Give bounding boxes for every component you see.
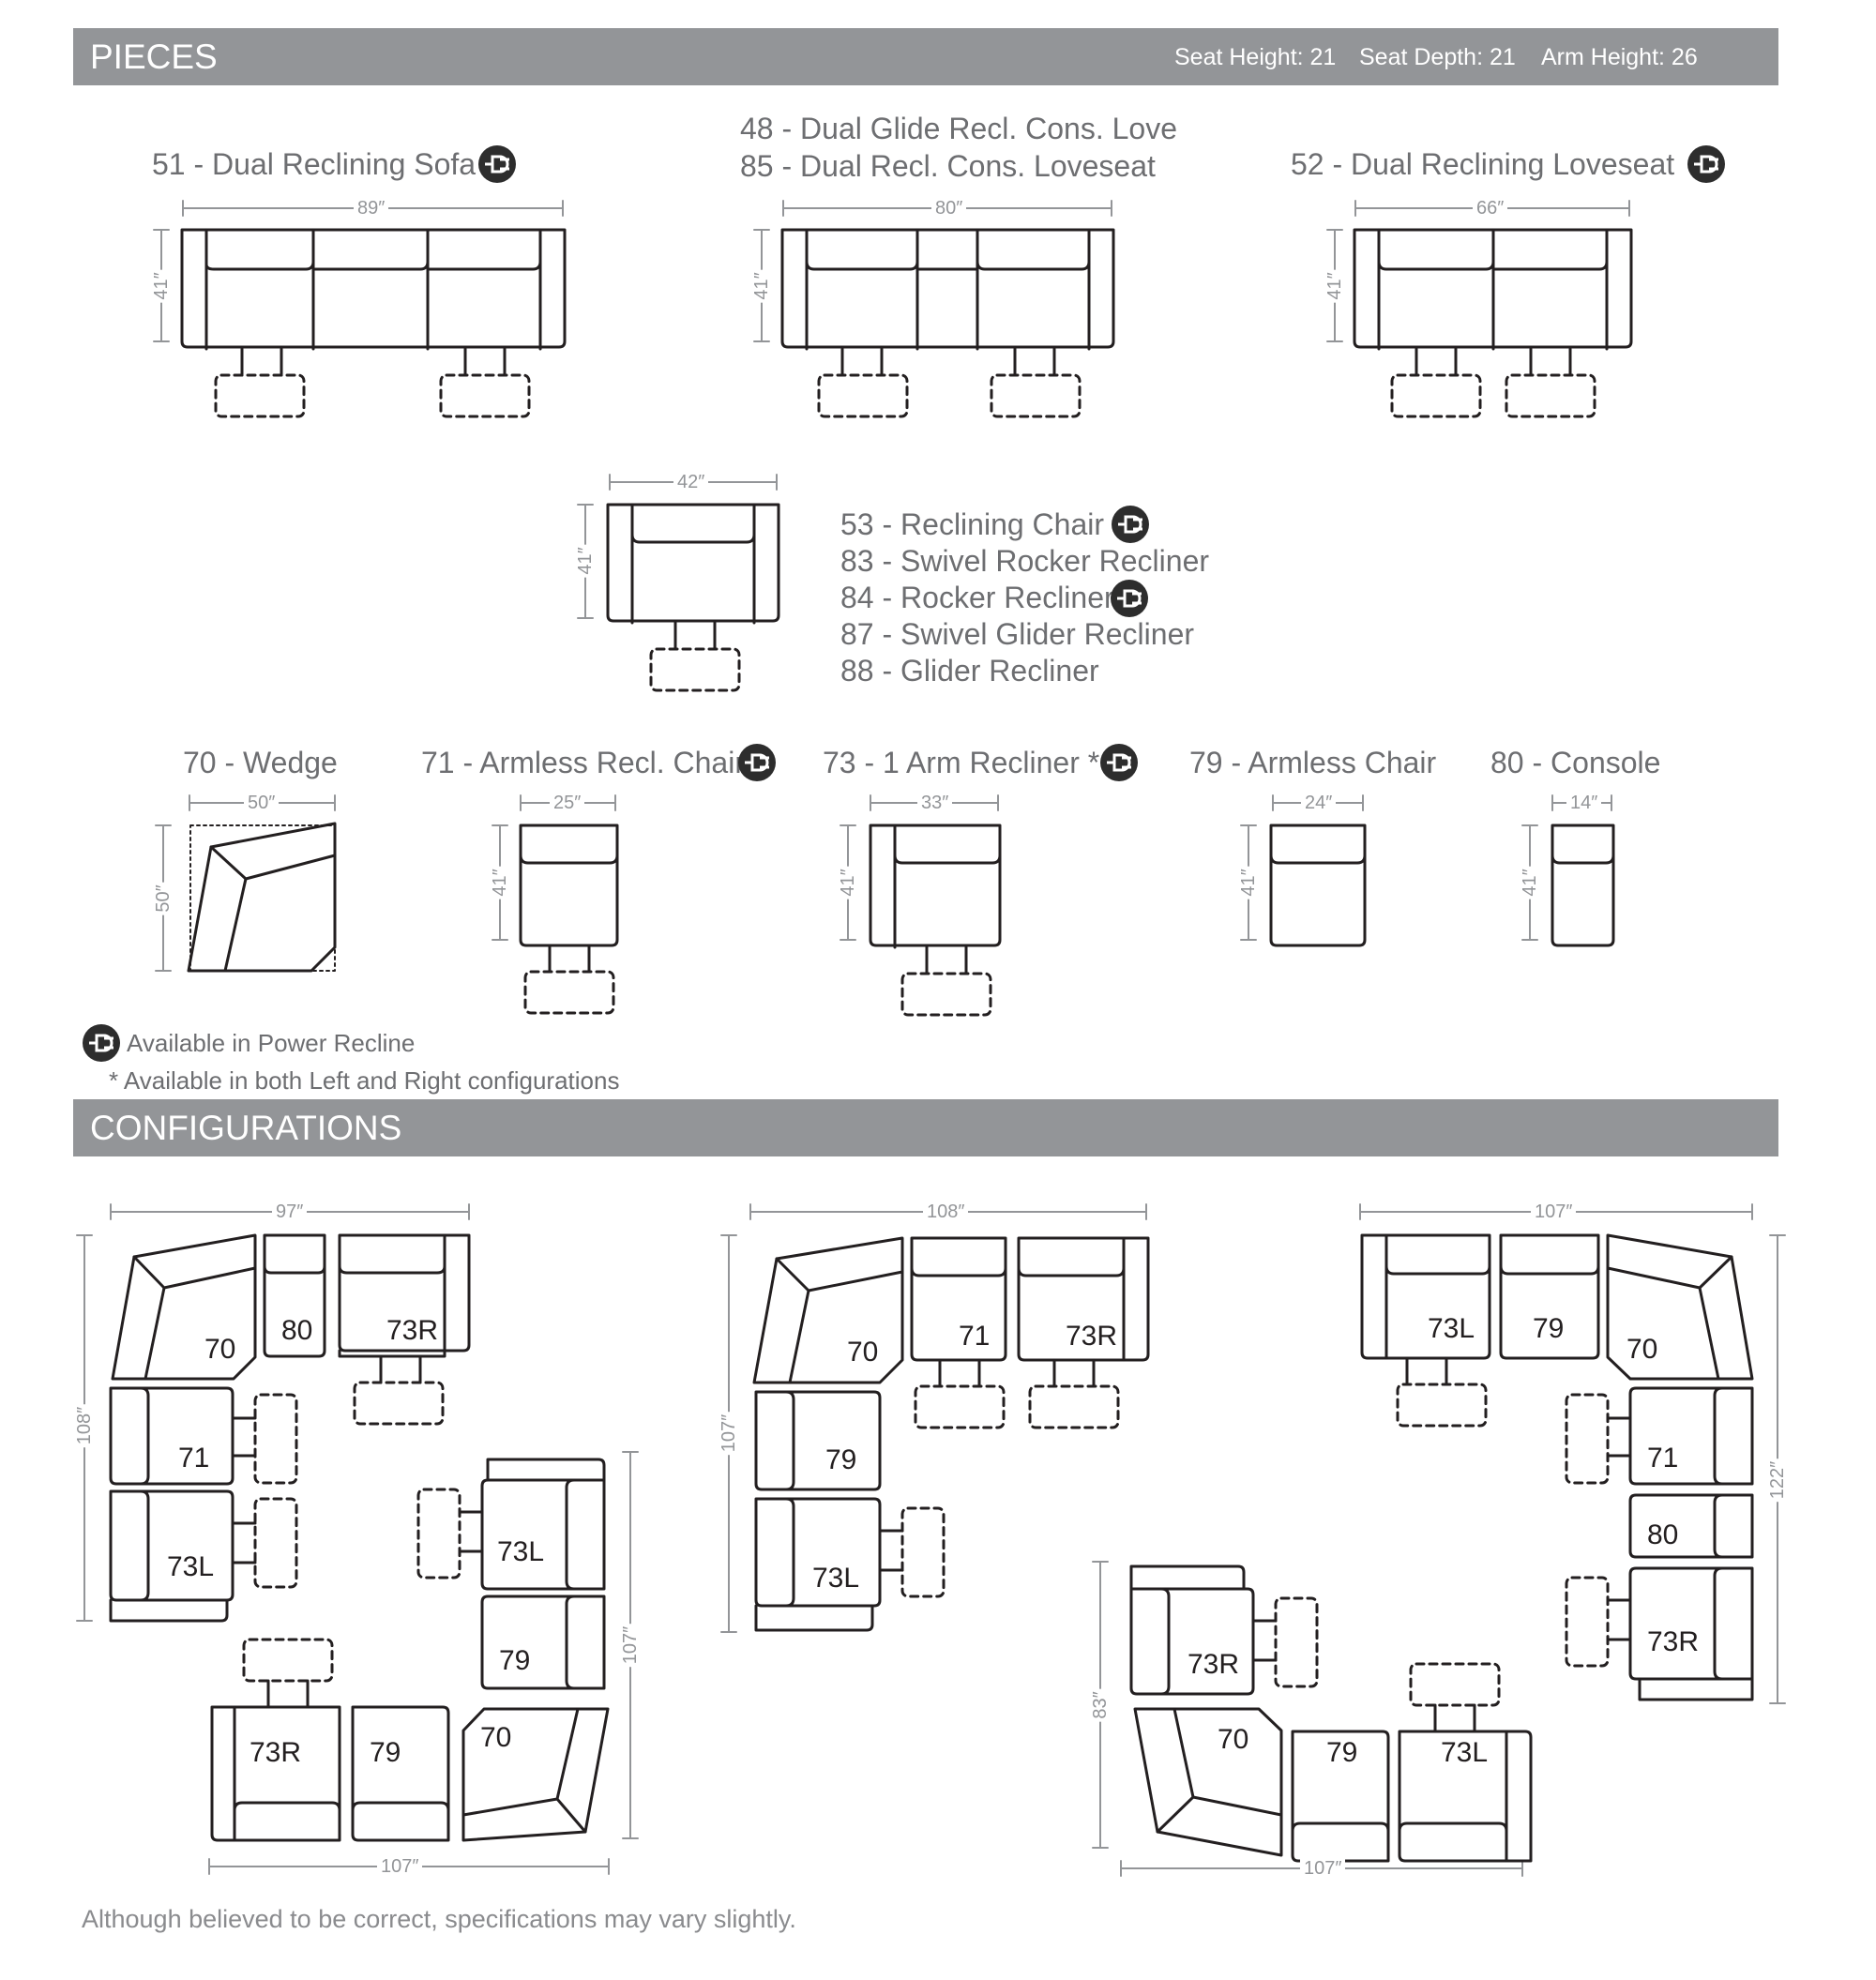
- configuration-2-drawing: [752, 1236, 1150, 1632]
- chair-label-84: 84 - Rocker Recliner: [840, 581, 1114, 614]
- config-2-piece-label: 79: [825, 1444, 857, 1475]
- config-1-piece-label: 70: [204, 1334, 236, 1365]
- loveseat-depth: 41″: [1324, 269, 1345, 303]
- config-1-piece-label: 73R: [386, 1315, 439, 1346]
- config-2-piece-label: 70: [847, 1337, 879, 1368]
- config-3-piece-label: 73R: [1188, 1649, 1240, 1680]
- sofa-depth: 41″: [151, 269, 172, 303]
- config-3-top-width: 107″: [1531, 1202, 1577, 1221]
- loveseat-drawing: [1353, 228, 1633, 418]
- config-3-piece-label: 70: [1218, 1724, 1249, 1755]
- armless-chair-drawing: [1269, 824, 1367, 947]
- power-plug-icon: [738, 744, 776, 781]
- console-loveseat-drawing: [780, 228, 1115, 418]
- armless-recliner-depth: 41″: [490, 866, 510, 899]
- chair-label-87: 87 - Swivel Glider Recliner: [840, 617, 1195, 651]
- armless-recliner-width: 25″: [550, 794, 585, 812]
- chair-label-53: 53 - Reclining Chair: [840, 507, 1105, 541]
- config-3-piece-label: 80: [1647, 1519, 1679, 1550]
- seat-depth-spec: Seat Depth: 21: [1359, 44, 1516, 70]
- config-3-piece-label: 79: [1326, 1737, 1358, 1768]
- wedge-depth: 50″: [153, 882, 174, 915]
- config-1-piece-label: 70: [480, 1722, 512, 1753]
- console-loveseat-label-2: 85 - Dual Recl. Cons. Loveseat: [740, 149, 1156, 183]
- config-2-piece-label: 71: [959, 1321, 991, 1352]
- loveseat-width: 66″: [1473, 199, 1508, 218]
- config-1-piece-label: 80: [281, 1315, 313, 1346]
- console-loveseat-width: 80″: [931, 199, 967, 218]
- arm-height-spec: Arm Height: 26: [1541, 44, 1698, 70]
- configuration-1-drawing: [109, 1233, 610, 1842]
- armless-chair-label: 79 - Armless Chair: [1189, 746, 1437, 779]
- console-width: 14″: [1566, 794, 1602, 812]
- config-3-piece-label: 70: [1626, 1334, 1658, 1365]
- pieces-header-bar: PIECES Seat Height: 21 Seat Depth: 21 Ar…: [73, 28, 1778, 85]
- one-arm-recliner-depth: 41″: [838, 866, 858, 899]
- config-3-piece-label: 71: [1647, 1443, 1679, 1474]
- config-3-left-depth: 83″: [1090, 1688, 1111, 1722]
- config-1-piece-label: 73R: [250, 1737, 302, 1768]
- config-3-right-depth: 122″: [1767, 1458, 1788, 1503]
- config-1-piece-label: 79: [499, 1645, 531, 1676]
- config-1-piece-label: 73L: [497, 1536, 545, 1567]
- console-label: 80 - Console: [1490, 746, 1661, 779]
- config-3-piece-label: 73L: [1441, 1737, 1489, 1768]
- one-arm-recliner-label: 73 - 1 Arm Recliner *: [823, 746, 1100, 779]
- power-plug-icon: [1112, 506, 1149, 543]
- wedge-drawing: [187, 822, 337, 973]
- wedge-label: 70 - Wedge: [183, 746, 338, 779]
- one-arm-recliner-width: 33″: [917, 794, 953, 812]
- config-3-piece-label: 79: [1533, 1313, 1565, 1344]
- chair-width: 42″: [673, 473, 709, 491]
- seat-height-spec: Seat Height: 21: [1174, 44, 1337, 70]
- configurations-title: CONFIGURATIONS: [90, 1109, 402, 1147]
- console-depth: 41″: [1520, 866, 1540, 899]
- power-recline-legend: Available in Power Recline: [127, 1029, 416, 1057]
- console-loveseat-label-1: 48 - Dual Glide Recl. Cons. Love: [740, 112, 1177, 145]
- chair-label-88: 88 - Glider Recliner: [840, 654, 1099, 688]
- console-loveseat-depth: 41″: [751, 269, 772, 303]
- config-2-piece-label: 73L: [812, 1563, 860, 1594]
- chair-drawing: [606, 503, 780, 692]
- config-3-piece-label: 73R: [1647, 1626, 1700, 1657]
- configurations-header-bar: CONFIGURATIONS: [73, 1099, 1778, 1156]
- config-2-left-depth: 107″: [719, 1411, 739, 1456]
- config-1-piece-label: 79: [370, 1737, 401, 1768]
- power-plug-icon: [1100, 744, 1138, 781]
- config-2-piece-label: 73R: [1066, 1321, 1118, 1352]
- armless-chair-depth: 41″: [1238, 866, 1259, 899]
- disclaimer: Although believed to be correct, specifi…: [82, 1905, 796, 1933]
- sofa-label: 51 - Dual Reclining Sofa: [152, 147, 477, 181]
- chair-depth: 41″: [575, 544, 596, 578]
- config-1-right-depth: 107″: [620, 1623, 641, 1668]
- config-1-piece-label: 73L: [167, 1551, 215, 1582]
- power-plug-icon: [1687, 145, 1725, 183]
- config-1-bottom-width: 107″: [377, 1857, 423, 1876]
- configuration-dimension-lines: [76, 1203, 1786, 1877]
- power-plug-icon: [1111, 580, 1148, 617]
- config-3-bottom-width: 107″: [1300, 1859, 1346, 1878]
- config-2-top-width: 108″: [923, 1202, 969, 1221]
- configuration-3-drawing: [1129, 1233, 1754, 1863]
- config-1-left-depth: 108″: [74, 1403, 95, 1448]
- armless-recliner-drawing: [519, 824, 619, 1015]
- armless-recliner-label: 71 - Armless Recl. Chair: [421, 746, 745, 779]
- chair-label-83: 83 - Swivel Rocker Recliner: [840, 544, 1210, 578]
- sofa-width: 89″: [354, 199, 389, 218]
- loveseat-label: 52 - Dual Reclining Loveseat: [1291, 147, 1675, 181]
- config-1-top-width: 97″: [272, 1202, 308, 1221]
- wedge-width: 50″: [244, 794, 280, 812]
- pieces-title: PIECES: [90, 38, 218, 76]
- left-right-legend: * Available in both Left and Right confi…: [109, 1066, 620, 1095]
- piece-dimension-lines: [153, 200, 1630, 972]
- console-drawing: [1551, 824, 1615, 947]
- config-1-piece-label: 71: [178, 1443, 210, 1474]
- power-plug-icon: [83, 1024, 120, 1062]
- power-plug-icon: [478, 145, 516, 183]
- one-arm-recliner-drawing: [869, 824, 1002, 1017]
- sofa-drawing: [180, 228, 567, 418]
- config-3-piece-label: 73L: [1428, 1313, 1475, 1344]
- armless-chair-width: 24″: [1301, 794, 1337, 812]
